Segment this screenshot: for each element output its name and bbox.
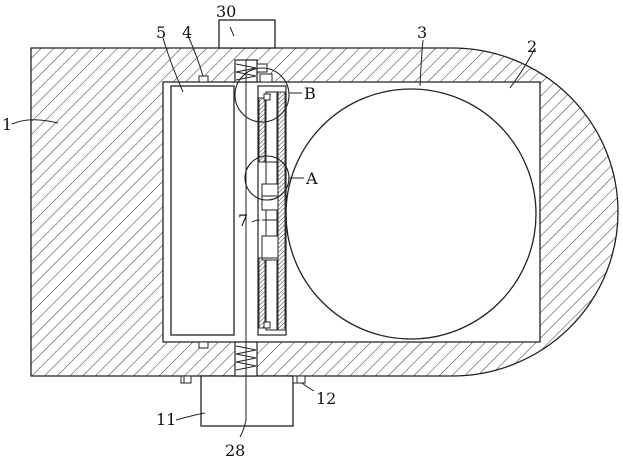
foot-right [292,375,306,384]
plate-segment-b [261,235,279,261]
label-housing: 1 [2,115,12,134]
label-rod: 28 [225,441,245,460]
upper-case-mark [229,26,235,37]
spring-bottom [235,345,257,371]
slot-bottom [198,341,209,349]
hatched-strip-lower [258,257,266,329]
label-detail-a: A [305,169,318,188]
spring-top [235,63,257,81]
label-detail-b: B [304,84,316,103]
slot-top [198,75,209,83]
roller [285,88,537,340]
outer-strip [277,91,286,331]
label-roller: 3 [417,23,427,42]
label-chamber: 2 [527,37,537,56]
upper-case [218,19,276,49]
label-lower-case: 11 [156,410,176,429]
label-plate: 7 [238,211,248,230]
label-slot: 4 [182,23,192,42]
label-block: 5 [156,23,166,42]
block [170,85,235,336]
lower-case [200,375,294,427]
label-foot: 12 [316,389,336,408]
detail-circle-b [234,67,290,123]
housing-body [30,47,619,377]
label-upper-case: 30 [216,2,236,21]
plate-segment-a [261,183,279,211]
foot-left [180,375,192,384]
hatched-strip-upper [258,97,266,163]
